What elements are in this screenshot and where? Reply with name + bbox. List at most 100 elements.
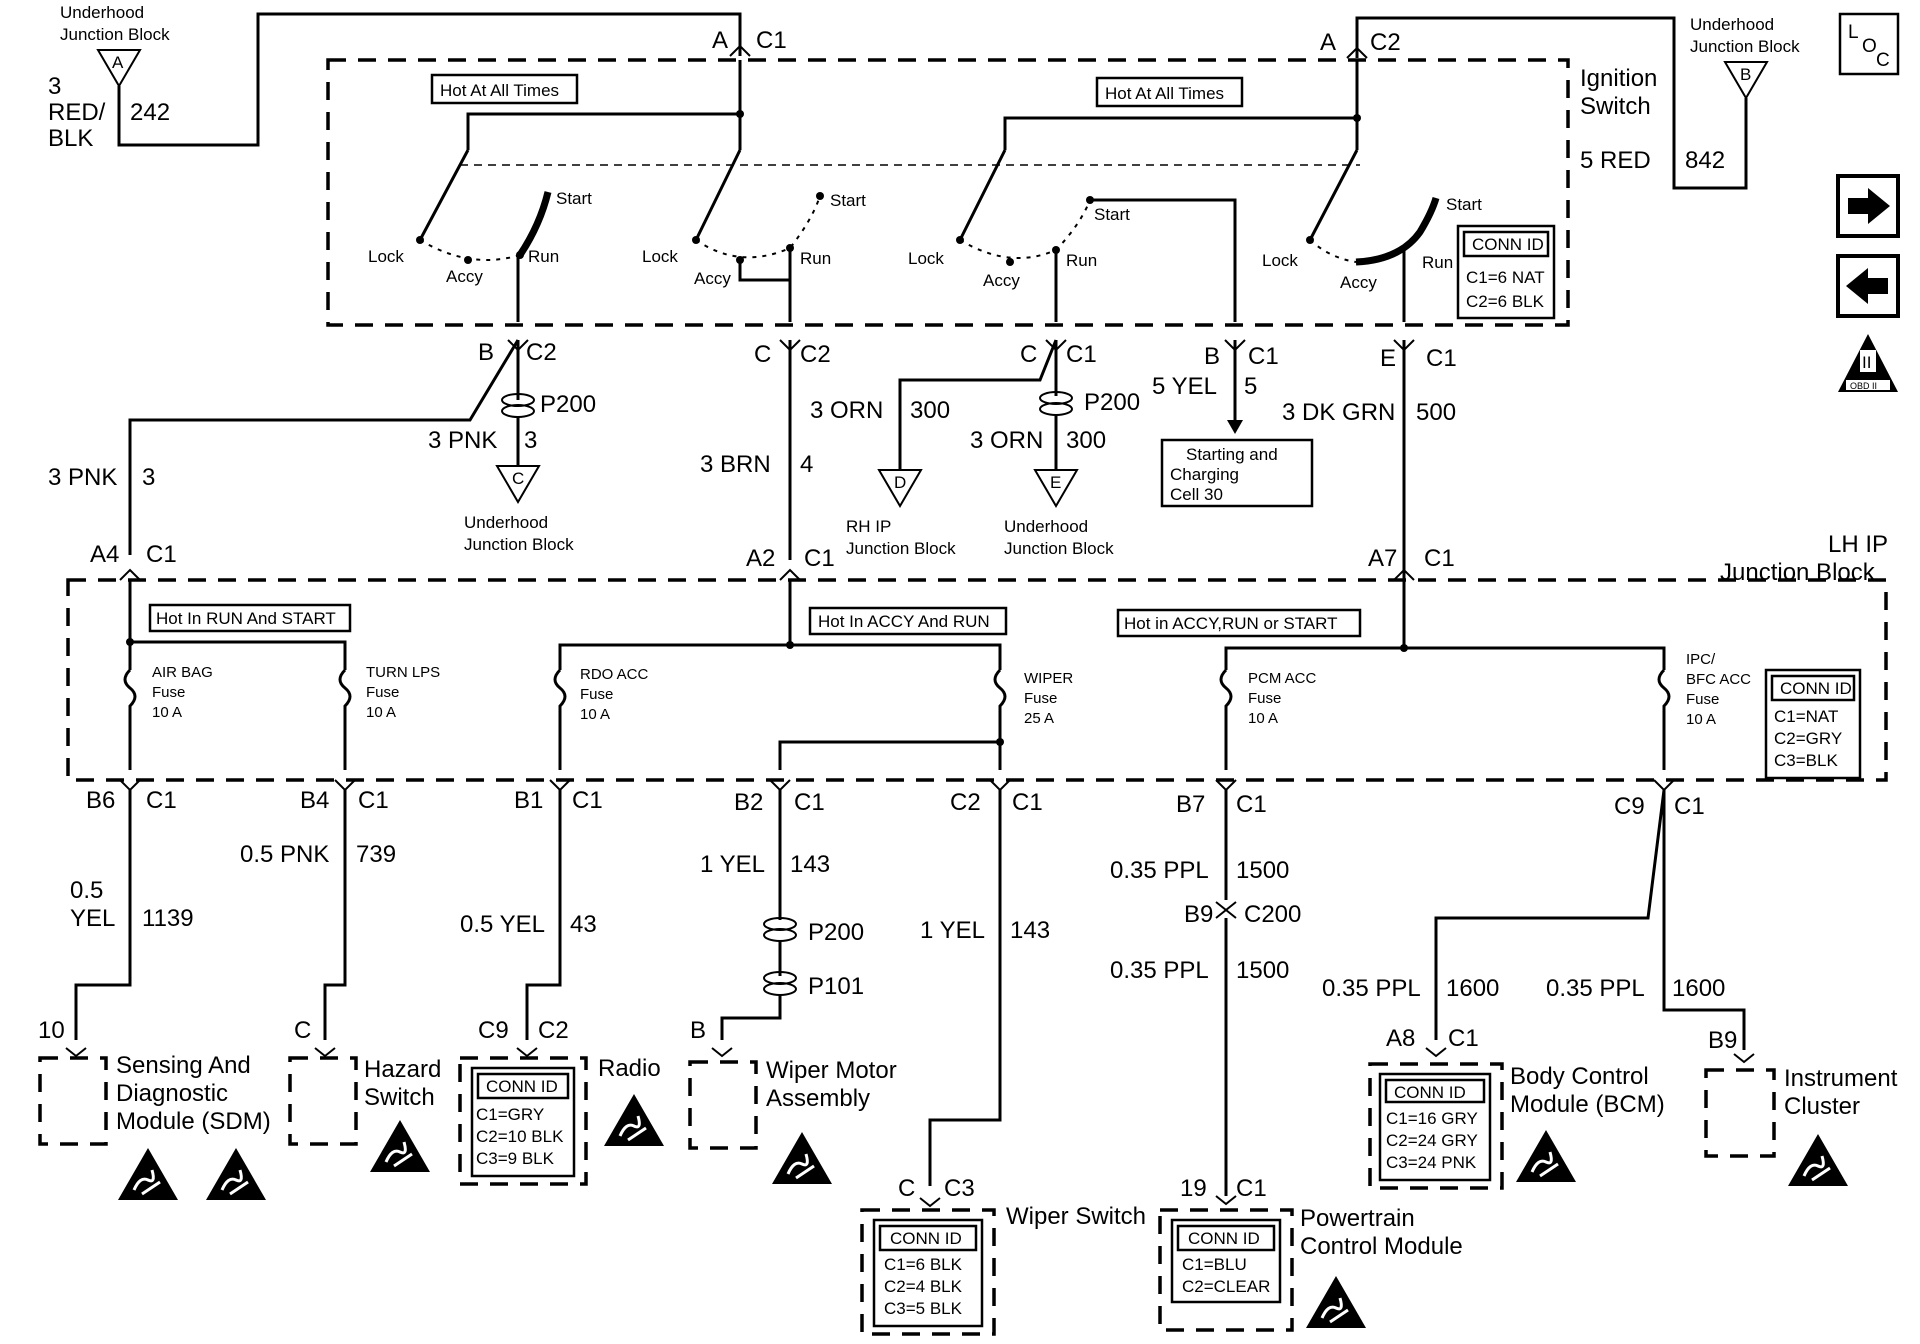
fuse-pcm-acc-name: PCM ACC (1248, 670, 1317, 687)
wire-242-color1: RED/ (48, 99, 106, 126)
wire-5-circuit: 5 (1244, 373, 1257, 400)
wire-500-circuit: 500 (1416, 399, 1456, 426)
underhood-junction-b: Underhood Junction Block B (1690, 15, 1800, 100)
sw1-start: Start (556, 189, 592, 208)
conn-b4-conn: C1 (358, 787, 389, 814)
sw1-lock: Lock (368, 247, 404, 266)
conn-a2-c1-conn: C1 (804, 545, 835, 572)
wire-43-label: 0.5 YEL (460, 911, 545, 938)
cell-line2: Charging (1170, 465, 1239, 484)
obd-ii-icon[interactable]: II OBD II (1838, 334, 1898, 392)
conn-a-c2-pin: A (1320, 29, 1336, 56)
bcm-conn-id-title: CONN ID (1394, 1083, 1466, 1102)
conn-b9-c200-conn: C200 (1244, 901, 1301, 928)
bcm-esd-icon (1514, 1128, 1578, 1184)
underhood-a-letter: A (112, 53, 124, 72)
conn-a-c1-conn: C1 (756, 27, 787, 54)
sw4-lock: Lock (1262, 251, 1298, 270)
wire-1600a-circuit: 1600 (1446, 975, 1499, 1002)
wiper-switch-name: Wiper Switch (1006, 1203, 1146, 1230)
conn-b-c1-pin: B (1204, 343, 1220, 370)
fuse-ipc-amps: 10 A (1686, 711, 1716, 728)
wiper-switch-conn-id-c3: C3=5 BLK (884, 1299, 963, 1318)
rh-ip-d-line1: RH IP (846, 517, 891, 536)
lh-conn-id-c2: C2=GRY (1774, 729, 1842, 748)
next-page-button[interactable] (1836, 174, 1900, 238)
conn-b2-conn: C1 (794, 789, 825, 816)
underhood-b-letter: B (1740, 65, 1751, 84)
underhood-e-letter: E (1050, 473, 1061, 492)
radio-pin: C9 (478, 1017, 509, 1044)
conn-e-c1-conn: C1 (1426, 345, 1457, 372)
fuse-wiper-fuse: Fuse (1024, 690, 1057, 707)
starting-charging-cell: Starting and Charging Cell 30 (1160, 438, 1314, 508)
radio-conn-id-c2: C2=10 BLK (476, 1127, 564, 1146)
wire-300a-label: 3 ORN (810, 397, 883, 424)
wiper-switch-conn-id-c2: C2=4 BLK (884, 1277, 963, 1296)
obd-roman: II (1862, 353, 1871, 372)
fuse-ipc-fuse: Fuse (1686, 691, 1719, 708)
prev-page-button[interactable] (1836, 254, 1900, 318)
conn-b-c1-conn: C1 (1248, 343, 1279, 370)
ign-conn-id-c2: C2=6 BLK (1466, 292, 1545, 311)
loc-c: C (1876, 50, 1890, 71)
p101-label: P101 (808, 973, 864, 1000)
lh-ip-junction-box (66, 578, 1888, 782)
underhood-junction-e: E Underhood Junction Block (1004, 469, 1114, 558)
rh-ip-junction-d: D RH IP Junction Block (846, 469, 956, 558)
pcm-conn-id-title: CONN ID (1188, 1229, 1260, 1248)
instrument-cluster: Instrument Cluster (1704, 1065, 1898, 1188)
hot-at-all-times-label-2 (1095, 76, 1244, 108)
wire-1600b-label: 0.35 PPL (1546, 975, 1645, 1002)
wire-300b-circuit: 300 (1066, 427, 1106, 454)
underhood-e-line2: Junction Block (1004, 539, 1114, 558)
fuse-turn-lps-fuse: Fuse (366, 684, 399, 701)
wire-43-circuit: 43 (570, 911, 597, 938)
sw2-start: Start (830, 191, 866, 210)
wire-1139-color: YEL (70, 905, 115, 932)
wire-4-circuit: 4 (800, 451, 813, 478)
lh-conn-id-title: CONN ID (1780, 679, 1852, 698)
sw3-lock: Lock (908, 249, 944, 268)
radio-esd-icon (602, 1092, 666, 1148)
ignition-switch-section-2: Lock Accy Run Start (642, 149, 866, 322)
wire-300a-circuit: 300 (910, 397, 950, 424)
powertrain-control-module: CONN ID C1=BLU C2=CLEAR Powertrain Contr… (1158, 1205, 1463, 1332)
p200-a-label: P200 (540, 391, 596, 418)
conn-b-c2-conn: C2 (526, 339, 557, 366)
sdm-line1: Sensing And (116, 1052, 251, 1079)
fuse-ipc-bfc-acc: IPC/ BFC ACC Fuse 10 A (1657, 651, 1751, 770)
wiper-motor-esd-icon (770, 1130, 834, 1186)
wiper-switch: CONN ID C1=6 BLK C2=4 BLK C3=5 BLK Wiper… (860, 1203, 1146, 1336)
conn-c9-pin: C9 (1614, 793, 1645, 820)
ipc-pin: B9 (1708, 1027, 1737, 1054)
sdm-pin: 10 (38, 1017, 65, 1044)
conn-b7-conn: C1 (1236, 791, 1267, 818)
wire-1139-circuit: 1139 (142, 905, 194, 932)
wiper-motor-assembly: Wiper Motor Assembly (688, 1057, 897, 1186)
wire-739-label: 0.5 PNK (240, 841, 329, 868)
conn-c-c1-conn: C1 (1066, 341, 1097, 368)
fuse-wiper: WIPER Fuse 25 A (778, 668, 1073, 770)
location-button[interactable]: L O C (1838, 12, 1900, 76)
fuse-pcm-acc-amps: 10 A (1248, 710, 1278, 727)
fuse-rdo-acc-name: RDO ACC (580, 666, 649, 683)
conn-a7-c1-conn: C1 (1424, 545, 1455, 572)
conn-a2-c1-pin: A2 (746, 545, 775, 572)
conn-b7-pin: B7 (1176, 791, 1205, 818)
underhood-junction-a: Underhood Junction Block A (60, 3, 170, 88)
wiper-switch-conn-id-title: CONN ID (890, 1229, 962, 1248)
conn-b6-pin: B6 (86, 787, 115, 814)
ign-conn-id-title: CONN ID (1472, 235, 1544, 254)
sdm-esd-icon (116, 1146, 180, 1202)
wire-4-label: 3 BRN (700, 451, 771, 478)
pcm-line1: Powertrain (1300, 1205, 1415, 1232)
hot-accy-run-text: Hot In ACCY And RUN (818, 612, 990, 631)
wire-5-label: 5 YEL (1152, 373, 1217, 400)
rh-ip-d-letter: D (894, 473, 906, 492)
wire-739-circuit: 739 (356, 841, 396, 868)
underhood-c-letter: C (512, 469, 524, 488)
underhood-a-line2: Junction Block (60, 25, 170, 44)
lh-ip-title-1: LH IP (1828, 531, 1888, 558)
wire-1139-gauge: 0.5 (70, 877, 103, 904)
